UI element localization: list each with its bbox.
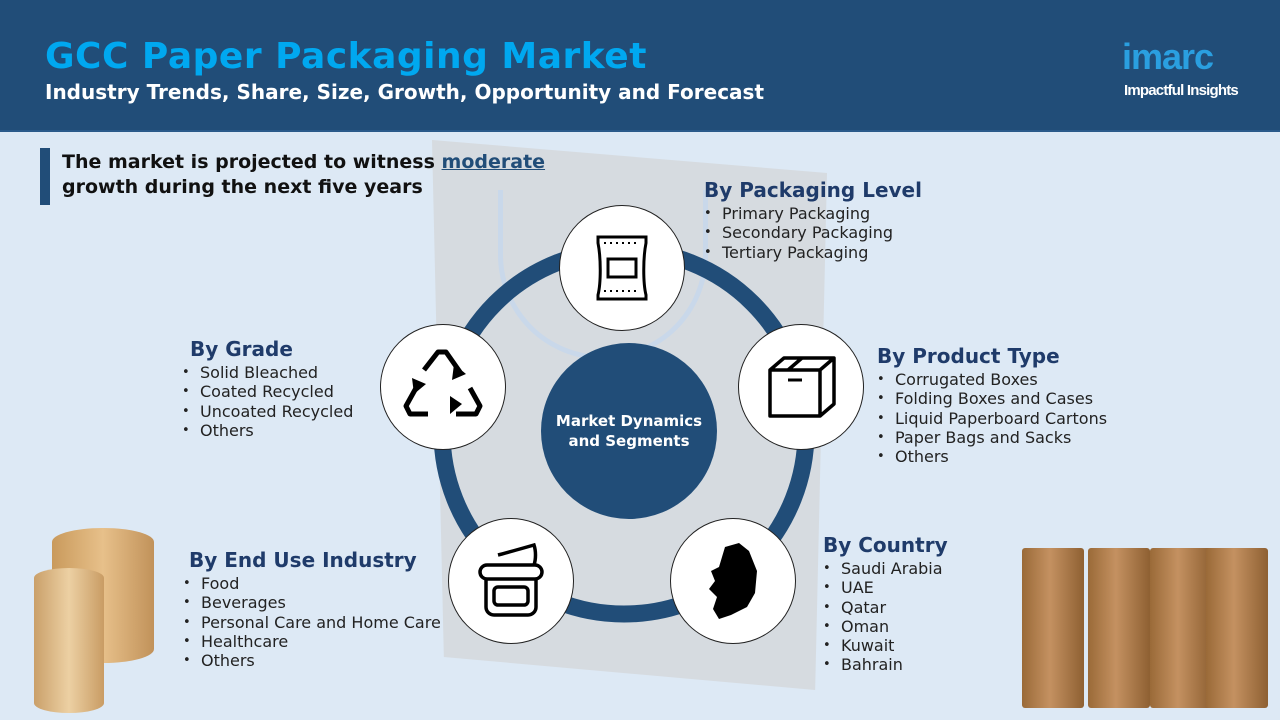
list-item: Folding Boxes and Cases — [877, 389, 1107, 409]
kraft-bag-image — [1088, 548, 1150, 708]
logo-wordmark: imarc — [1122, 36, 1214, 77]
list-item: Food — [183, 574, 441, 594]
segment-title: By Grade — [190, 337, 293, 361]
page-title: GCC Paper Packaging Market — [45, 36, 647, 77]
segment-title: By Product Type — [877, 344, 1060, 368]
segment-end-use: By End Use Industry FoodBeveragesPersona… — [183, 548, 441, 671]
callout-before: The market is projected to witness — [62, 151, 442, 173]
callout-bar — [40, 148, 50, 205]
list-item: Tertiary Packaging — [704, 243, 922, 263]
segment-country: By Country Saudi ArabiaUAEQatarOmanKuwai… — [823, 533, 948, 675]
callout-after: growth during the next five years — [62, 176, 423, 198]
list-item: Primary Packaging — [704, 204, 922, 224]
segment-product-type: By Product Type Corrugated BoxesFolding … — [877, 344, 1107, 467]
list-item: UAE — [823, 578, 948, 598]
moderate-link[interactable]: moderate — [441, 151, 546, 173]
list-item: Beverages — [183, 593, 441, 613]
list-item: Others — [877, 447, 1107, 467]
header-banner: GCC Paper Packaging Market Industry Tren… — [0, 0, 1280, 132]
list-item: Coated Recycled — [182, 382, 353, 402]
list-item: Others — [183, 651, 441, 671]
segment-title: By End Use Industry — [189, 548, 417, 572]
list-item: Qatar — [823, 598, 948, 618]
segment-title: By Packaging Level — [704, 178, 922, 202]
center-hub: Market Dynamics and Segments — [541, 343, 717, 519]
segment-packaging-level: By Packaging Level Primary PackagingSeco… — [704, 178, 922, 262]
imarc-logo: imarc Impactful Insights — [1118, 30, 1248, 110]
node-packaging-level — [559, 205, 685, 331]
list-item: Personal Care and Home Care — [183, 613, 441, 633]
list-item: Healthcare — [183, 632, 441, 652]
cardboard-rolls-image — [30, 528, 160, 713]
cream-jar-icon — [478, 543, 544, 617]
list-item: Solid Bleached — [182, 363, 353, 383]
center-line2: and Segments — [568, 432, 690, 450]
kraft-bag-image — [1022, 548, 1084, 708]
country-map-icon — [709, 543, 757, 619]
recycle-icon — [403, 349, 483, 417]
segment-title: By Country — [823, 533, 948, 557]
callout-text: The market is projected to witness moder… — [62, 150, 620, 200]
segment-grade: By Grade Solid BleachedCoated RecycledUn… — [182, 337, 353, 440]
list-item: Corrugated Boxes — [877, 370, 1107, 390]
node-product-type — [738, 324, 864, 450]
list-item: Kuwait — [823, 636, 948, 656]
list-item: Paper Bags and Sacks — [877, 428, 1107, 448]
center-line1: Market Dynamics — [555, 412, 703, 430]
node-grade — [380, 324, 506, 450]
list-item: Uncoated Recycled — [182, 402, 353, 422]
page-subtitle: Industry Trends, Share, Size, Growth, Op… — [45, 80, 765, 104]
kraft-bag-image — [1206, 548, 1268, 708]
food-pouch-icon — [596, 235, 648, 301]
node-end-use — [448, 518, 574, 644]
list-item: Saudi Arabia — [823, 559, 948, 579]
box-icon — [768, 356, 836, 418]
list-item: Secondary Packaging — [704, 223, 922, 243]
logo-tagline: Impactful Insights — [1124, 82, 1239, 99]
roll-small — [34, 568, 104, 713]
list-item: Bahrain — [823, 655, 948, 675]
list-item: Liquid Paperboard Cartons — [877, 409, 1107, 429]
kraft-bag-image — [1150, 548, 1212, 708]
node-country — [670, 518, 796, 644]
list-item: Others — [182, 421, 353, 441]
list-item: Oman — [823, 617, 948, 637]
